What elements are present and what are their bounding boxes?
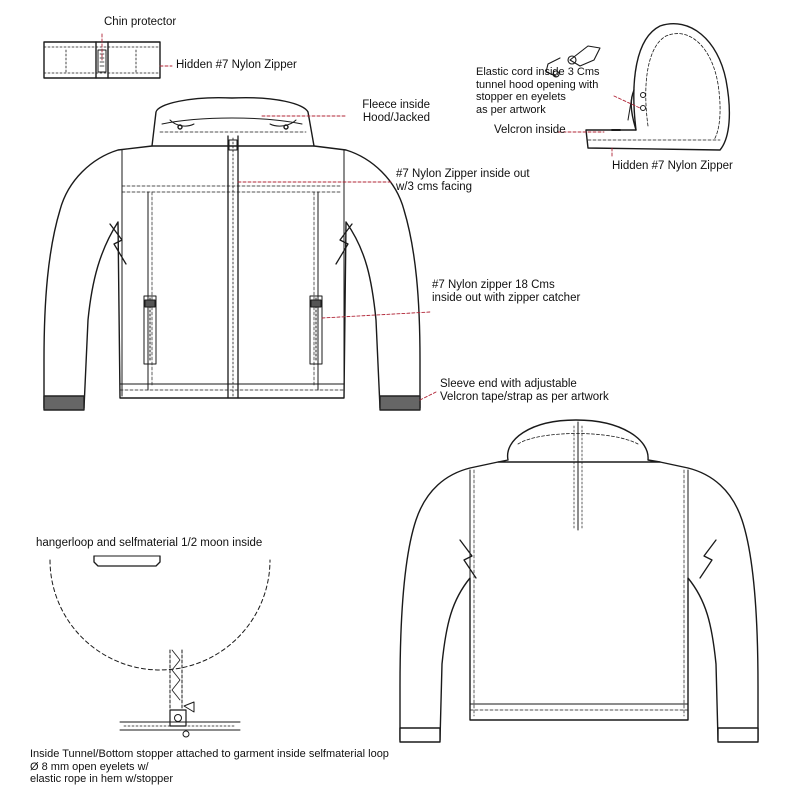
callout-sleeve-end: Sleeve end with adjustable Velcron tape/… [440, 378, 609, 404]
callout-hangerloop: hangerloop and selfmaterial 1/2 moon ins… [36, 537, 263, 549]
callout-sleeve-end-line2: Velcron tape/strap as per artwork [440, 391, 609, 403]
callout-pocket-zipper-line2: inside out with zipper catcher [432, 292, 581, 304]
callout-velcron-inside: Velcron inside [494, 124, 566, 136]
callout-center-zipper-line2: w/3 cms facing [396, 181, 473, 193]
callout-elastic-cord: Elastic cord inside 3 Cms tunnel hood op… [476, 66, 600, 116]
callout-tunnel-bottom-line3: elastic rope in hem w/stopper [30, 773, 174, 785]
callout-center-zipper-line1: #7 Nylon Zipper inside out [396, 168, 530, 180]
jacket-front-drawing [43, 96, 421, 411]
callout-fleece-line1: Fleece inside [362, 99, 430, 111]
callout-pocket-zipper-line1: #7 Nylon zipper 18 Cms [432, 279, 555, 291]
cord-stopper-icon [545, 45, 601, 78]
callout-pocket-zipper: #7 Nylon zipper 18 Cms inside out with z… [432, 279, 580, 305]
callout-hidden-zipper-top: Hidden #7 Nylon Zipper [176, 59, 297, 71]
callout-elastic-cord-line3: stopper en eyelets [476, 91, 566, 103]
callout-elastic-cord-line4: as per artwork [476, 103, 546, 116]
callout-elastic-cord-line2: tunnel hood opening with [476, 78, 599, 91]
callout-hidden-zipper-hood: Hidden #7 Nylon Zipper [612, 160, 733, 172]
jacket-back-drawing [399, 419, 759, 743]
callout-tunnel-bottom-line2: Ø 8 mm open eyelets w/ [30, 760, 149, 773]
callout-fleece: Fleece inside Hood/Jacked [348, 99, 430, 125]
callout-elastic-cord-line1: Elastic cord inside 3 Cms [476, 66, 600, 78]
hangerloop-drawing [49, 555, 271, 671]
callout-chin-protector: Chin protector [104, 16, 177, 28]
callout-center-zipper: #7 Nylon Zipper inside out w/3 cms facin… [396, 168, 530, 194]
callout-fleece-line2: Hood/Jacked [362, 112, 430, 124]
callout-tunnel-bottom: Inside Tunnel/Bottom stopper attached to… [30, 748, 389, 786]
leader-lines [101, 33, 641, 401]
hood-side-drawing [545, 23, 731, 151]
callout-sleeve-end-line1: Sleeve end with adjustable [440, 378, 577, 390]
callout-tunnel-bottom-line1: Inside Tunnel/Bottom stopper attached to… [30, 748, 389, 760]
tunnel-stopper-drawing [119, 649, 241, 738]
